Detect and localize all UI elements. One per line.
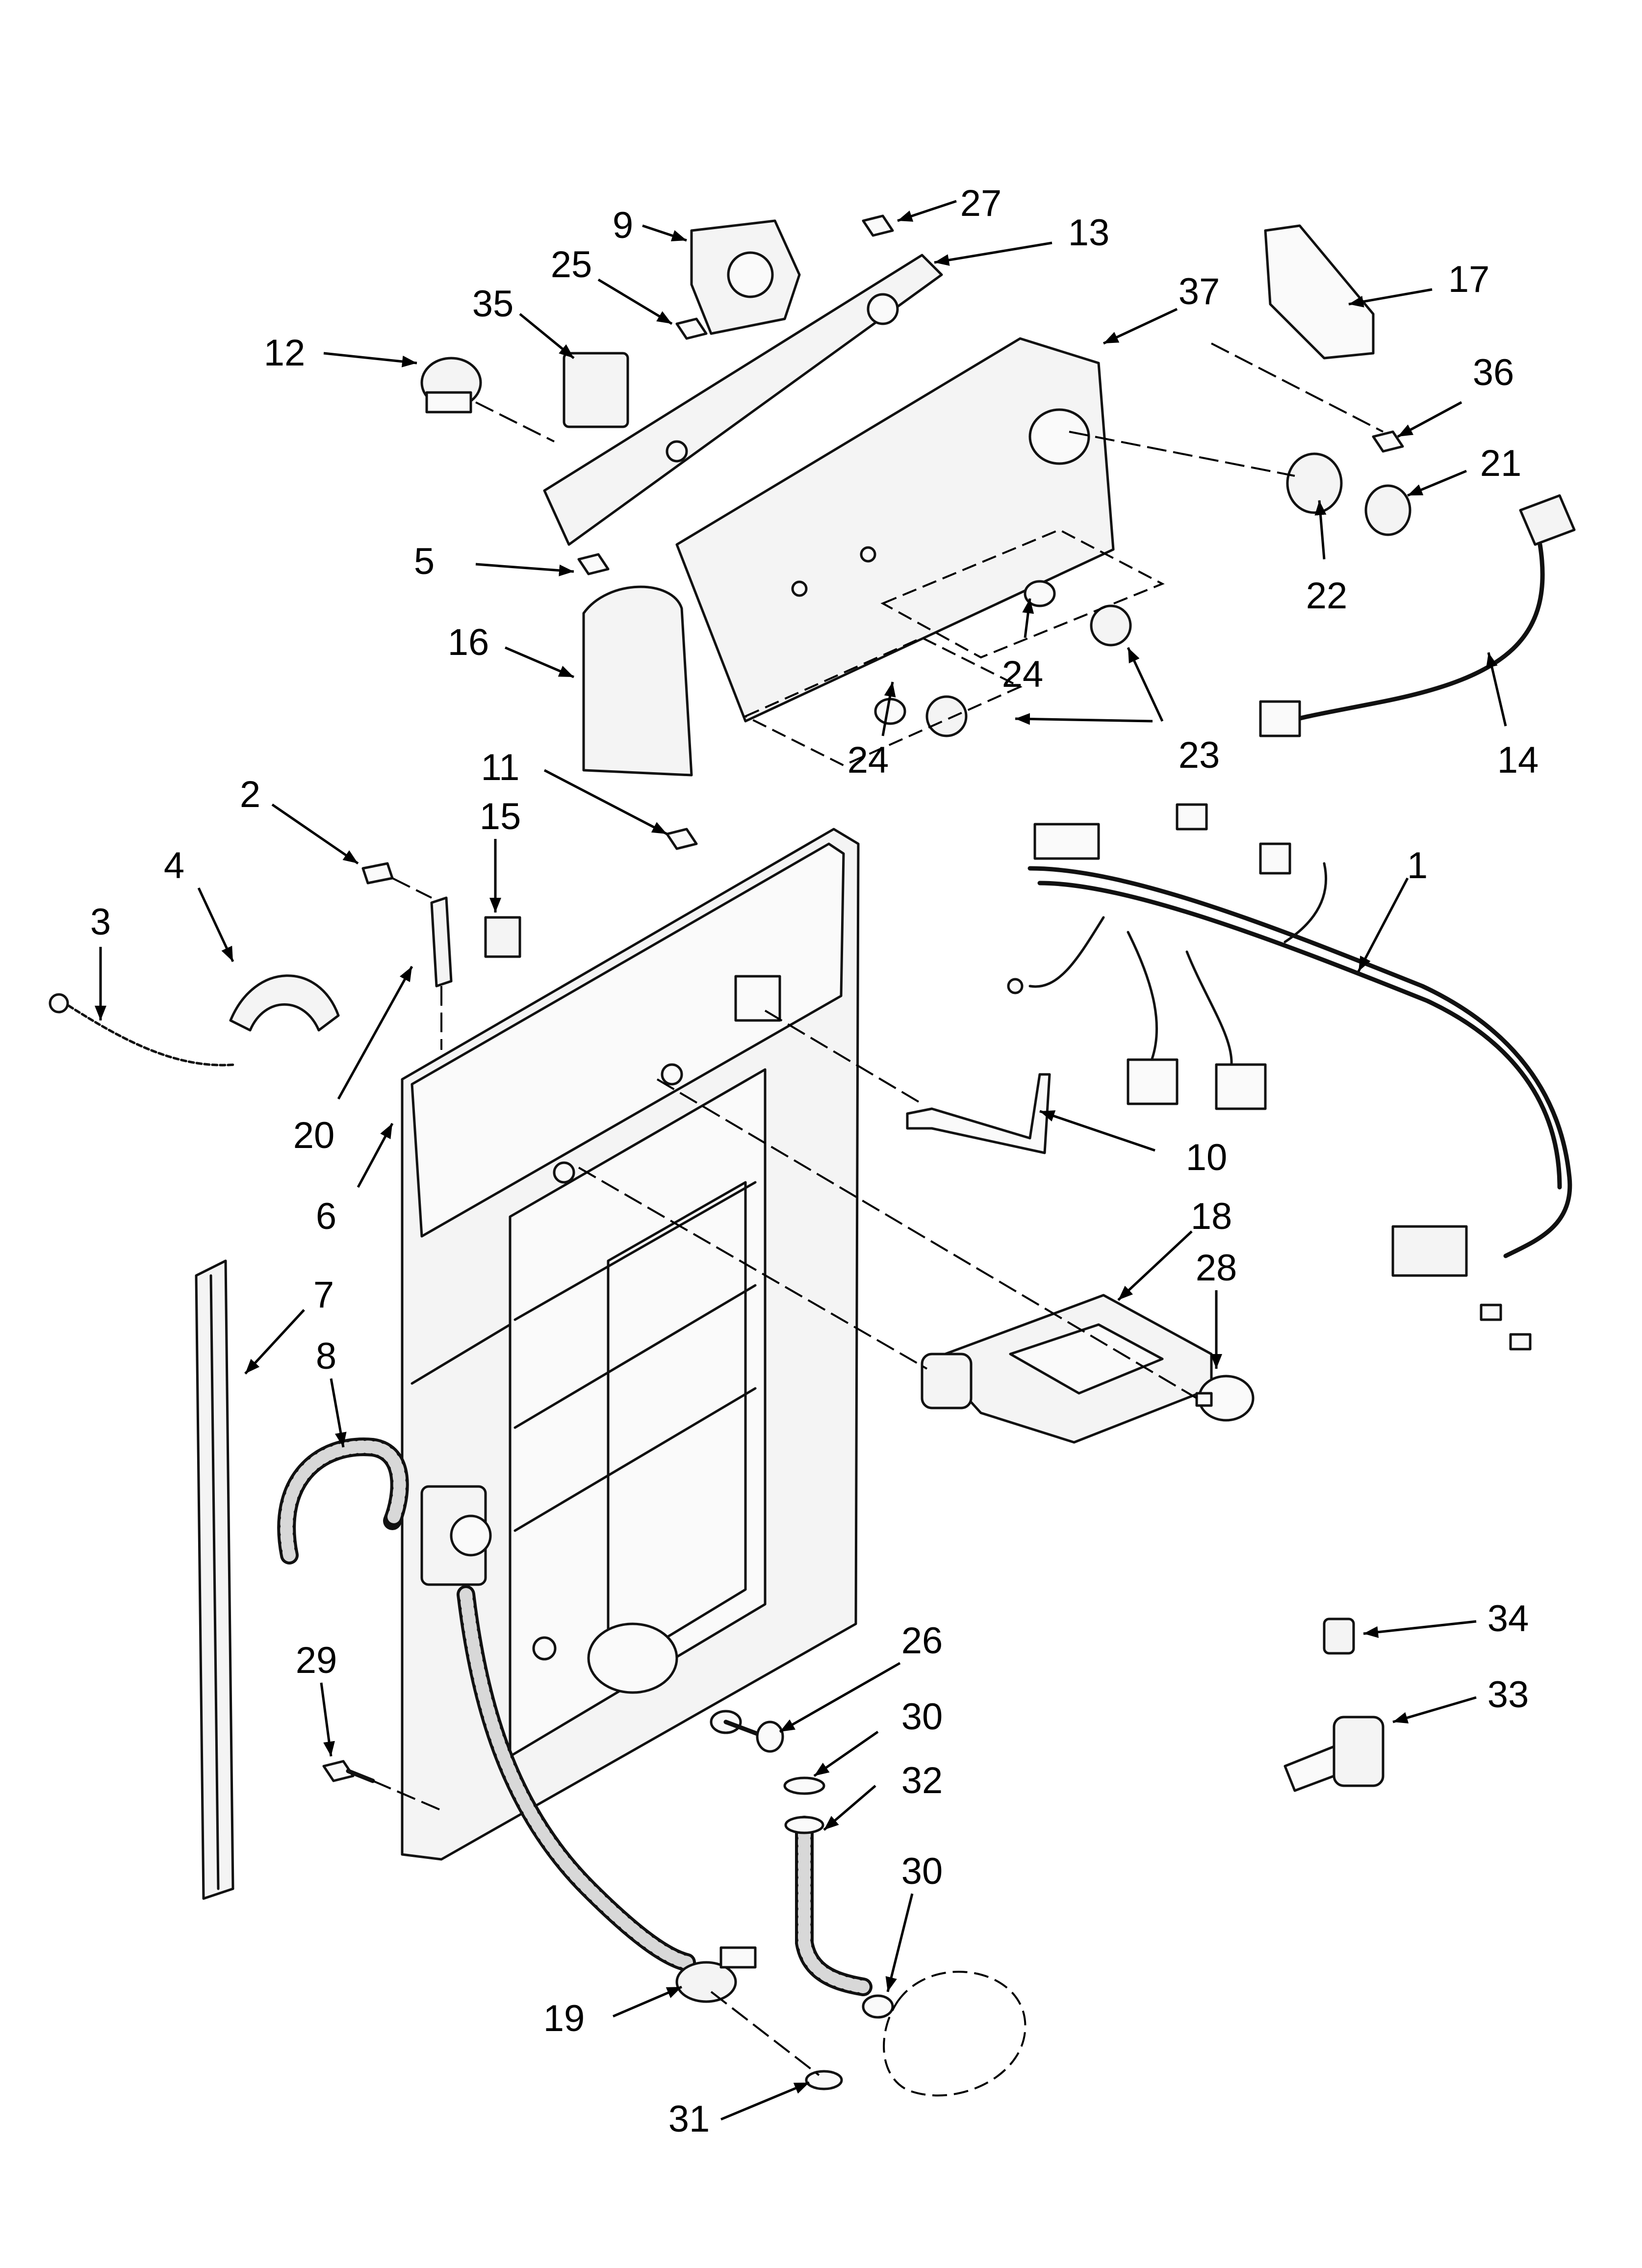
callout-37: 37 [1179,271,1220,313]
callout-7: 7 [313,1274,334,1316]
callout-27: 27 [960,182,1002,224]
bezel-22-part [1286,452,1343,514]
callout-18: 18 [1191,1196,1232,1237]
callout-22: 22 [1306,575,1348,617]
clamp-lower-part [862,1994,894,2019]
knob-24a-part [874,698,906,725]
drain-hose-part [784,1816,872,1996]
callout-25: 25 [551,244,592,286]
cord-3-part [49,993,237,1067]
callout-16: 16 [448,622,489,663]
callout-5: 5 [414,541,435,582]
knob-21-part [1364,484,1411,536]
strain-relief-part [229,974,340,1032]
callout-13: 13 [1068,212,1110,254]
end-cap-17-part [1264,224,1375,360]
switch-12-part [420,357,482,414]
callout-6: 6 [316,1196,336,1237]
callout-11: 11 [481,747,520,788]
knob-23a-part [925,695,968,737]
fill-hose-part [277,1437,409,1564]
align-line-31 [710,1991,820,2076]
align-line-10 [764,1010,923,1105]
knob-group-box-left [743,636,1023,767]
align-line-37 [1069,431,1295,477]
console-panel-part [675,337,1115,723]
screw-11-part [666,828,698,850]
screw-27-part [862,214,894,237]
screw-29-part [322,1760,375,1783]
callout-31: 31 [668,2098,710,2140]
callout-36: 36 [1473,352,1514,393]
callout-29: 29 [296,1640,337,1681]
callout-labels: 1 2 3 4 5 6 7 8 9 10 11 12 13 14 15 16 1… [90,182,1539,2140]
power-cord-part [1259,494,1576,737]
screw-5-part [577,553,610,575]
callout-32: 32 [901,1760,943,1801]
callout-23a: 23 [1179,734,1220,776]
callout-35: 35 [472,283,514,325]
callout-34: 34 [1488,1598,1529,1640]
clamp-31-part [805,2070,843,2090]
callout-1: 1 [1407,845,1428,886]
timer-part [690,219,801,335]
callout-2: 2 [240,774,260,815]
align-line-12 [475,401,555,443]
callout-9: 9 [613,205,633,246]
module-35-part [563,352,629,428]
dispenser-bracket-part [921,1294,1213,1444]
callout-20: 20 [293,1115,335,1156]
callout-33: 33 [1488,1674,1529,1716]
knob-group-box-right [880,528,1165,659]
callout-4: 4 [164,845,184,886]
end-cap-16-part [582,585,693,777]
align-line-18 [656,1078,1198,1399]
callout-8: 8 [316,1335,336,1377]
callout-24b: 24 [1002,653,1044,695]
pump-outline [883,1971,1026,2097]
callout-3: 3 [90,901,111,943]
hose-clamp-part [675,1946,757,2003]
callout-26: 26 [901,1620,943,1662]
wire-harness-part [1007,803,1572,1351]
callout-17: 17 [1448,259,1490,300]
callout-28: 28 [1196,1247,1237,1289]
callout-24a: 24 [847,739,889,781]
callout-leaders [95,200,1507,2121]
rear-panel-part [401,828,860,1861]
drain-plug-part [710,1710,784,1753]
screw-36-part [1372,430,1404,453]
callout-14: 14 [1497,739,1539,781]
align-line-2 [392,877,432,899]
motor-33-part [1283,1716,1385,1792]
align-line-panel [578,1167,928,1370]
callout-12: 12 [264,332,306,374]
align-line-36 [1211,342,1384,433]
clamp-upper-part [783,1776,825,1795]
align-line-29 [372,1780,442,1811]
callout-10: 10 [1186,1137,1228,1178]
callout-19: 19 [543,1998,585,2039]
screw-25-part [675,317,708,340]
inlet-valve-part [420,1485,696,1972]
callout-30b: 30 [901,1851,943,1892]
clip-15-part [484,916,521,958]
ground-strap-part [361,862,453,988]
cap-28-part [1195,1375,1255,1422]
callout-15: 15 [480,796,521,837]
callout-21: 21 [1480,443,1522,484]
side-trim-part [195,1259,234,1900]
bracket-10-part [906,1073,1051,1154]
knob-23b-part [1090,604,1132,647]
control-bracket-part [543,254,943,546]
capacitor-34-part [1323,1617,1355,1655]
callout-30a: 30 [901,1696,943,1738]
